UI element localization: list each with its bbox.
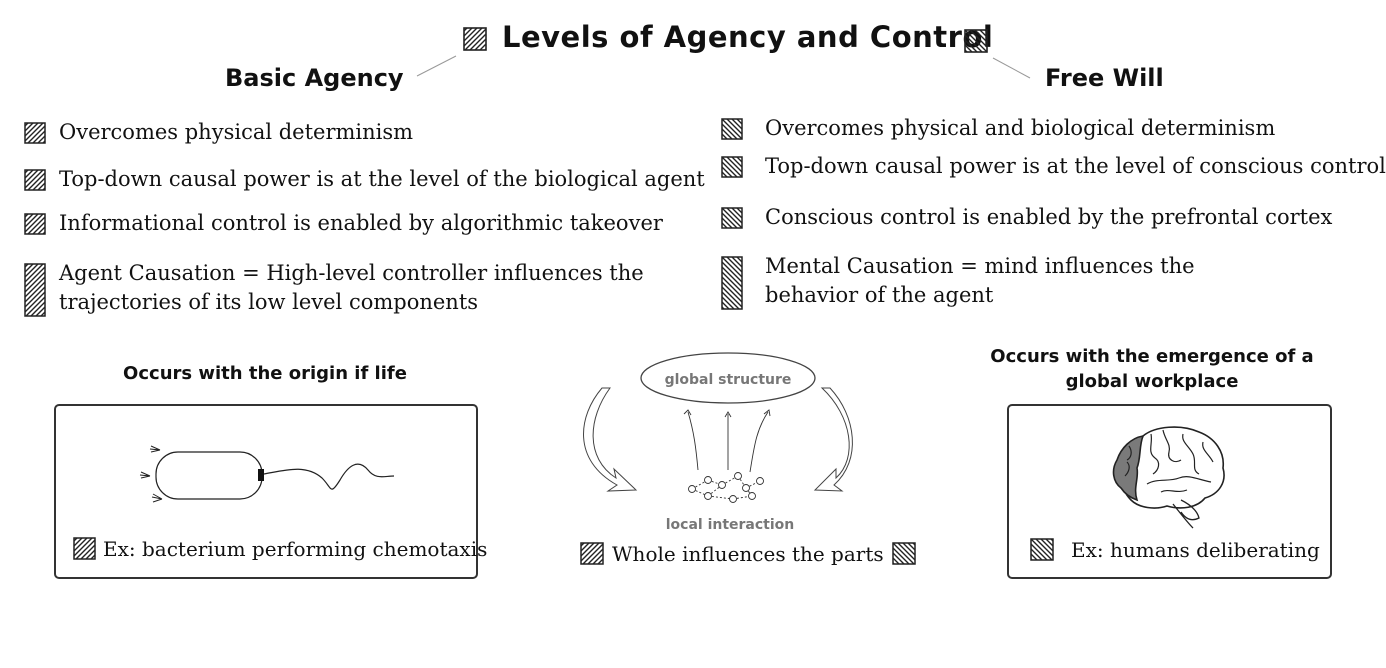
back-hatch-icon (892, 542, 918, 566)
bacterium-example-box: Ex: bacterium performing chemotaxis (54, 404, 478, 579)
free-will-heading: Free Will (1045, 64, 1164, 92)
forward-hatch-icon (24, 213, 46, 235)
list-item: Informational control is enabled by algo… (24, 209, 663, 238)
free-will-occurs: Occurs with the emergence of a global wo… (952, 344, 1352, 394)
list-item: Agent Causation = High-level controller … (24, 259, 644, 317)
bacterium-example: Ex: bacterium performing chemotaxis (73, 537, 487, 561)
basic-agency-occurs: Occurs with the origin if life (55, 361, 475, 386)
bacterium-illustration (136, 436, 406, 506)
list-item: Mental Causation = mind influences the b… (721, 252, 1195, 310)
list-item: Top-down causal power is at the level of… (24, 165, 705, 194)
brain-example: Ex: humans deliberating (1030, 538, 1320, 562)
emergence-diagram: global structure local interaction (580, 348, 880, 538)
title-connectors (0, 0, 1386, 120)
back-hatch-icon (721, 207, 745, 229)
list-item: Overcomes physical determinism (24, 118, 413, 147)
brain-illustration (1103, 422, 1233, 532)
center-caption: Whole influences the parts (580, 542, 918, 566)
list-item: Overcomes physical and biological determ… (721, 114, 1275, 143)
local-interaction-label: local interaction (666, 517, 795, 533)
forward-hatch-icon (24, 263, 46, 317)
back-hatch-icon (721, 256, 745, 310)
network-nodes (689, 473, 764, 503)
back-hatch-icon (1030, 538, 1056, 562)
forward-hatch-icon (24, 122, 46, 144)
list-item: Top-down causal power is at the level of… (721, 152, 1386, 181)
back-hatch-icon (721, 156, 745, 178)
list-item: Conscious control is enabled by the pref… (721, 203, 1332, 232)
basic-agency-heading: Basic Agency (225, 64, 404, 92)
back-hatch-icon (721, 118, 745, 140)
forward-hatch-icon (73, 537, 97, 561)
global-structure-label: global structure (665, 372, 792, 388)
forward-hatch-icon (24, 169, 46, 191)
forward-hatch-icon (580, 542, 606, 566)
brain-example-box: Ex: humans deliberating (1007, 404, 1332, 579)
